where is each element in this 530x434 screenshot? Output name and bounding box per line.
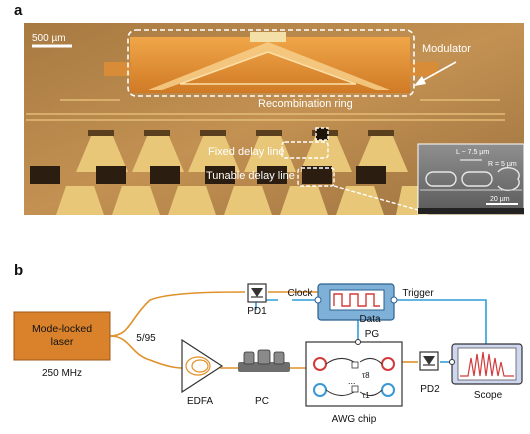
pc-label: PC [255,396,269,407]
scope-trace [460,351,514,377]
laser-label-line2: laser [51,336,74,348]
pd1-label: PD1 [247,306,267,317]
sem-radius-label: R = 5 µm [488,161,517,168]
modulator-pads [250,32,286,42]
scope-label: Scope [474,390,503,401]
tunable-delay-line-label: Tunable delay line [206,170,295,182]
sem-length-label: L ~ 7.5 µm [456,149,489,156]
modulator-inner [179,51,357,85]
panel-b-letter: b [14,262,24,279]
mode-locked-laser-box [13,311,111,361]
waveguides [26,99,505,121]
edfa-amplifier [181,338,224,394]
pd2-label: PD2 [420,384,440,395]
pg-label: PG [365,329,380,340]
pg-waveform [333,293,380,307]
tau-1-label: τ1 [362,391,370,400]
modulator-dashed-box [127,29,415,97]
zoom-line [333,185,419,211]
panel-a-letter: a [14,2,23,19]
recombination-ring-label: Recombination ring [258,98,353,110]
edfa-label: EDFA [187,396,213,407]
sem-inset [417,143,525,215]
modulator-arrow [419,61,457,83]
fixed-delay-line-box [281,141,329,159]
tau-8-label: τ8 [362,371,370,380]
scale-bar-label: 500 µm [32,33,66,44]
oscilloscope [449,343,523,385]
fixed-delay-line-label: Fixed delay line [208,146,284,158]
polarization-controller [238,349,290,372]
modulator-region [104,29,438,97]
tunable-delay-line-box [297,167,335,187]
awg-chip-label: AWG chip [332,414,377,425]
recombination-ring [315,127,329,141]
laser-label-line1: Mode-locked [32,323,92,335]
delay-line-array [30,130,428,215]
awg-chip [305,339,403,407]
pd1-detector [247,283,267,303]
split-ratio-label: 5/95 [136,333,156,344]
pd2-detector [419,351,439,371]
sem-scale-bar-label: 20 µm [490,196,510,203]
dots-label: ... [348,376,356,386]
pulse-generator [314,283,398,321]
data-label: Data [359,314,381,325]
clock-label: Clock [287,288,313,299]
trigger-label: Trigger [402,288,434,299]
modulator-label: Modulator [422,43,471,55]
laser-rate-label: 250 MHz [42,368,82,379]
